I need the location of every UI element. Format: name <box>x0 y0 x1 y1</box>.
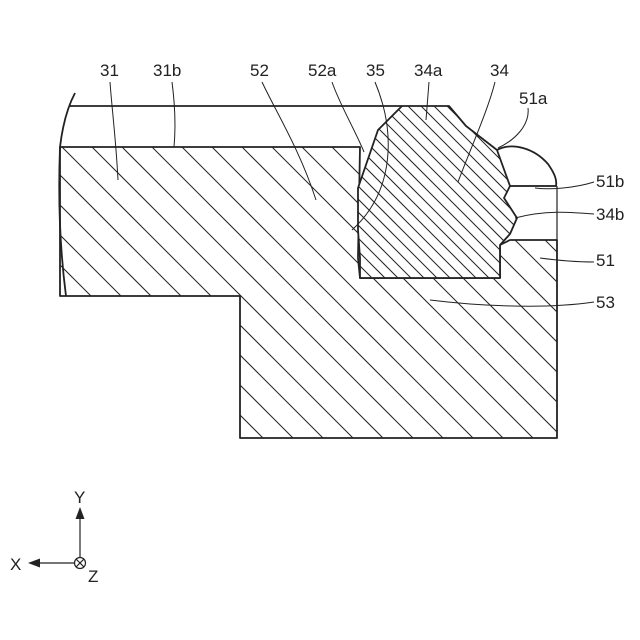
label-34: 34 <box>490 61 509 80</box>
hatch-line <box>85 140 390 445</box>
hatch-line <box>0 140 270 445</box>
axis-label-z: Z <box>88 567 98 586</box>
hatch-line <box>0 140 300 445</box>
label-34b: 34b <box>596 205 624 224</box>
hatch-line <box>0 140 210 445</box>
label-51b: 51b <box>596 172 624 191</box>
leader-lines <box>110 82 594 306</box>
axes-symbol: Y X Z <box>10 488 98 586</box>
hatch-line <box>0 140 240 445</box>
label-51a: 51a <box>519 89 548 108</box>
hatch-line <box>25 140 330 445</box>
axis-label-x: X <box>10 555 21 574</box>
hatch-line-dense <box>168 100 353 285</box>
label-52a: 52a <box>308 61 337 80</box>
label-53: 53 <box>596 293 615 312</box>
axis-label-y: Y <box>74 488 85 507</box>
label-52: 52 <box>250 61 269 80</box>
label-35: 35 <box>366 61 385 80</box>
hatch-line-dense <box>181 100 366 285</box>
label-51: 51 <box>596 251 615 270</box>
hatch-line-dense <box>506 100 640 285</box>
hatch-line <box>0 140 180 445</box>
label-31b: 31b <box>153 61 181 80</box>
hatch-line-dense <box>155 100 340 285</box>
hatch-line <box>55 140 360 445</box>
hatch-line <box>0 140 30 445</box>
hatch-line <box>0 140 60 445</box>
label-34a: 34a <box>414 61 443 80</box>
hatch-line-dense <box>493 100 640 285</box>
hatch-line-dense <box>194 100 379 285</box>
hatch-line <box>0 140 90 445</box>
label-31: 31 <box>100 61 119 80</box>
hatch-line <box>0 140 150 445</box>
hatch-line-dense <box>519 100 640 285</box>
